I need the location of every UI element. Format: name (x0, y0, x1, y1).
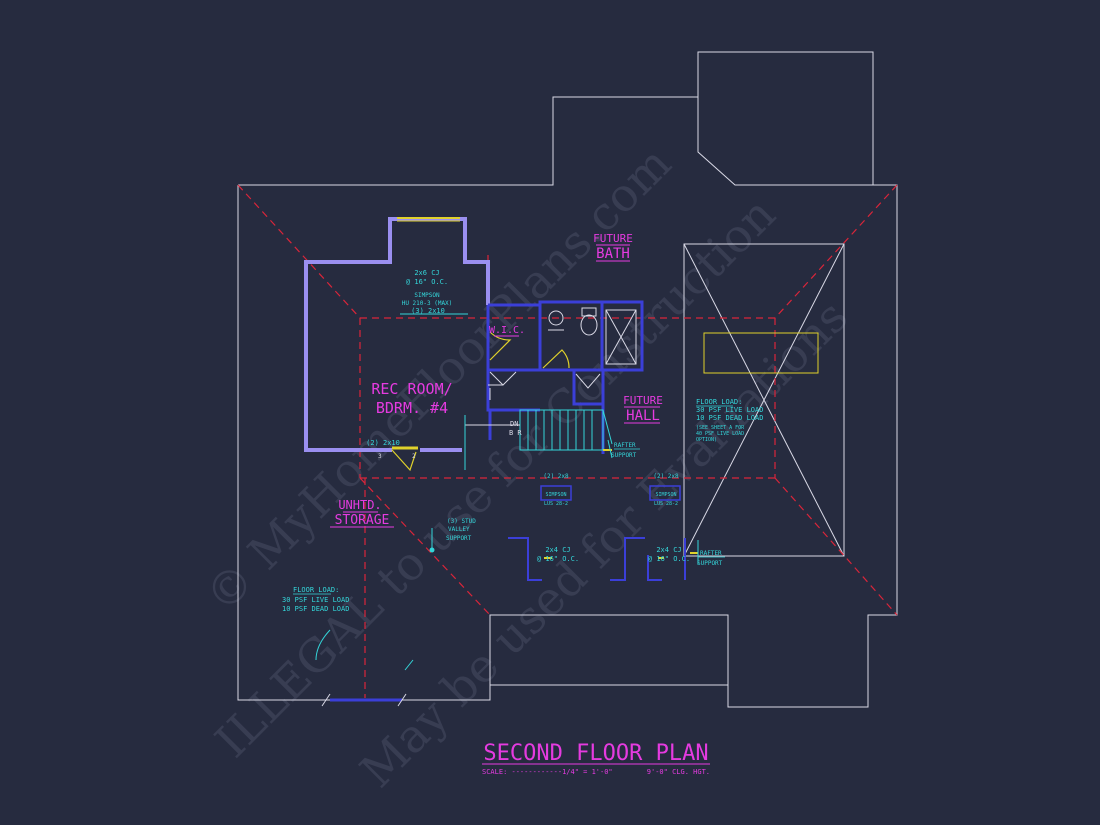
rafter-note-1a: RAFTER (614, 442, 636, 449)
stud-note-1: (3) STUD (447, 518, 476, 525)
floor-load-left-2: 30 PSF LIVE LOAD (282, 596, 349, 604)
lus-right-1: (2) 2x8 (653, 473, 679, 480)
simpson-top-note-2: HU 210-3 (MAX) (402, 300, 453, 307)
beam-door-note: (2) 2x10 (366, 439, 400, 447)
unhtd-storage-label-2: STORAGE (335, 513, 390, 528)
unhtd-storage-label-1: UNHTD. (338, 498, 381, 512)
floor-load-right-5: 40 PSF LIVE LOAD (696, 431, 744, 437)
drawing-title: SECOND FLOOR PLAN (483, 741, 708, 766)
future-hall-label-1: FUTURE (623, 394, 663, 407)
simpson-top-note-1: SIMPSON (414, 292, 440, 299)
beam-top-note: (3) 2x10 (411, 307, 445, 315)
cj-right-2: @ 16" O.C. (648, 555, 690, 563)
shower (605, 309, 637, 365)
rafter-note-2b: SUPPORT (697, 560, 723, 567)
stud-note-2: VALLEY (448, 526, 470, 533)
roof-outline (237, 51, 898, 708)
watermark: © MyHomeFloorPlans.com ILLEGAL to use fo… (195, 136, 859, 798)
cj-top-note-2: @ 16" O.C. (406, 278, 448, 286)
floor-load-right-3: 10 PSF DEAD LOAD (696, 414, 763, 422)
rafter-note-1b: SUPPORT (611, 452, 637, 459)
door-number-1: 3 (378, 453, 382, 460)
door-number-2: 2 (412, 453, 416, 460)
stud-marker (429, 547, 435, 553)
cj-left-1: 2x4 CJ (545, 546, 570, 554)
stairs (464, 409, 613, 470)
lus-right-3: LUS 28-2 (654, 501, 678, 507)
leader-lines (315, 313, 699, 671)
label-underlines (330, 244, 660, 528)
ceiling-height-note: 9'-0" CLG. HGT. (647, 768, 710, 776)
windows (350, 217, 819, 701)
stair-dn: DN (510, 420, 518, 428)
floor-load-right-2: 30 PSF LIVE LOAD (696, 406, 763, 414)
bath-fixtures (548, 307, 637, 365)
toilet (580, 314, 598, 336)
room-labels: FUTURE BATH REC ROOM/ BDRM. #4 W.I.C. FU… (335, 232, 663, 528)
lus-left-3: LUS 28-2 (544, 501, 568, 507)
lus-left-2: SIMPSON (545, 492, 566, 498)
wic-label: W.I.C. (489, 325, 525, 336)
rec-room-label-1: REC ROOM/ (371, 380, 452, 398)
stud-note-3: SUPPORT (446, 535, 472, 542)
future-hall-label-2: HALL (626, 408, 660, 424)
structural-notes: 2x6 CJ @ 16" O.C. SIMPSON HU 210-3 (MAX)… (282, 269, 763, 613)
scale-note: SCALE: ------------1/4" = 1'-0" (482, 768, 613, 776)
floor-load-right-6: OPTION) (696, 437, 717, 443)
rec-room-label-2: BDRM. #4 (376, 399, 448, 417)
future-bath-label-2: BATH (596, 246, 630, 262)
lus-right-2: SIMPSON (655, 492, 676, 498)
title-block: SECOND FLOOR PLAN SCALE: ------------1/4… (482, 741, 710, 776)
future-bath-label-1: FUTURE (593, 232, 633, 245)
cj-top-note-1: 2x6 CJ (414, 269, 439, 277)
stair-br: B R (509, 429, 522, 437)
floor-load-left-1: FLOOR LOAD: (293, 586, 339, 594)
beam-details (508, 449, 698, 581)
floor-load-left-3: 10 PSF DEAD LOAD (282, 605, 349, 613)
cj-left-2: @ 16" O.C. (537, 555, 579, 563)
floor-load-right-1: FLOOR LOAD: (696, 398, 742, 406)
rafter-note-2a: RAFTER (700, 550, 722, 557)
closet-doors (488, 371, 601, 400)
doors (391, 331, 570, 472)
sink (548, 310, 564, 326)
lus-left-1: (2) 2x8 (543, 473, 569, 480)
floor-load-right-4: (SEE SHEET A FOR (696, 425, 745, 431)
cj-right-1: 2x4 CJ (656, 546, 681, 554)
